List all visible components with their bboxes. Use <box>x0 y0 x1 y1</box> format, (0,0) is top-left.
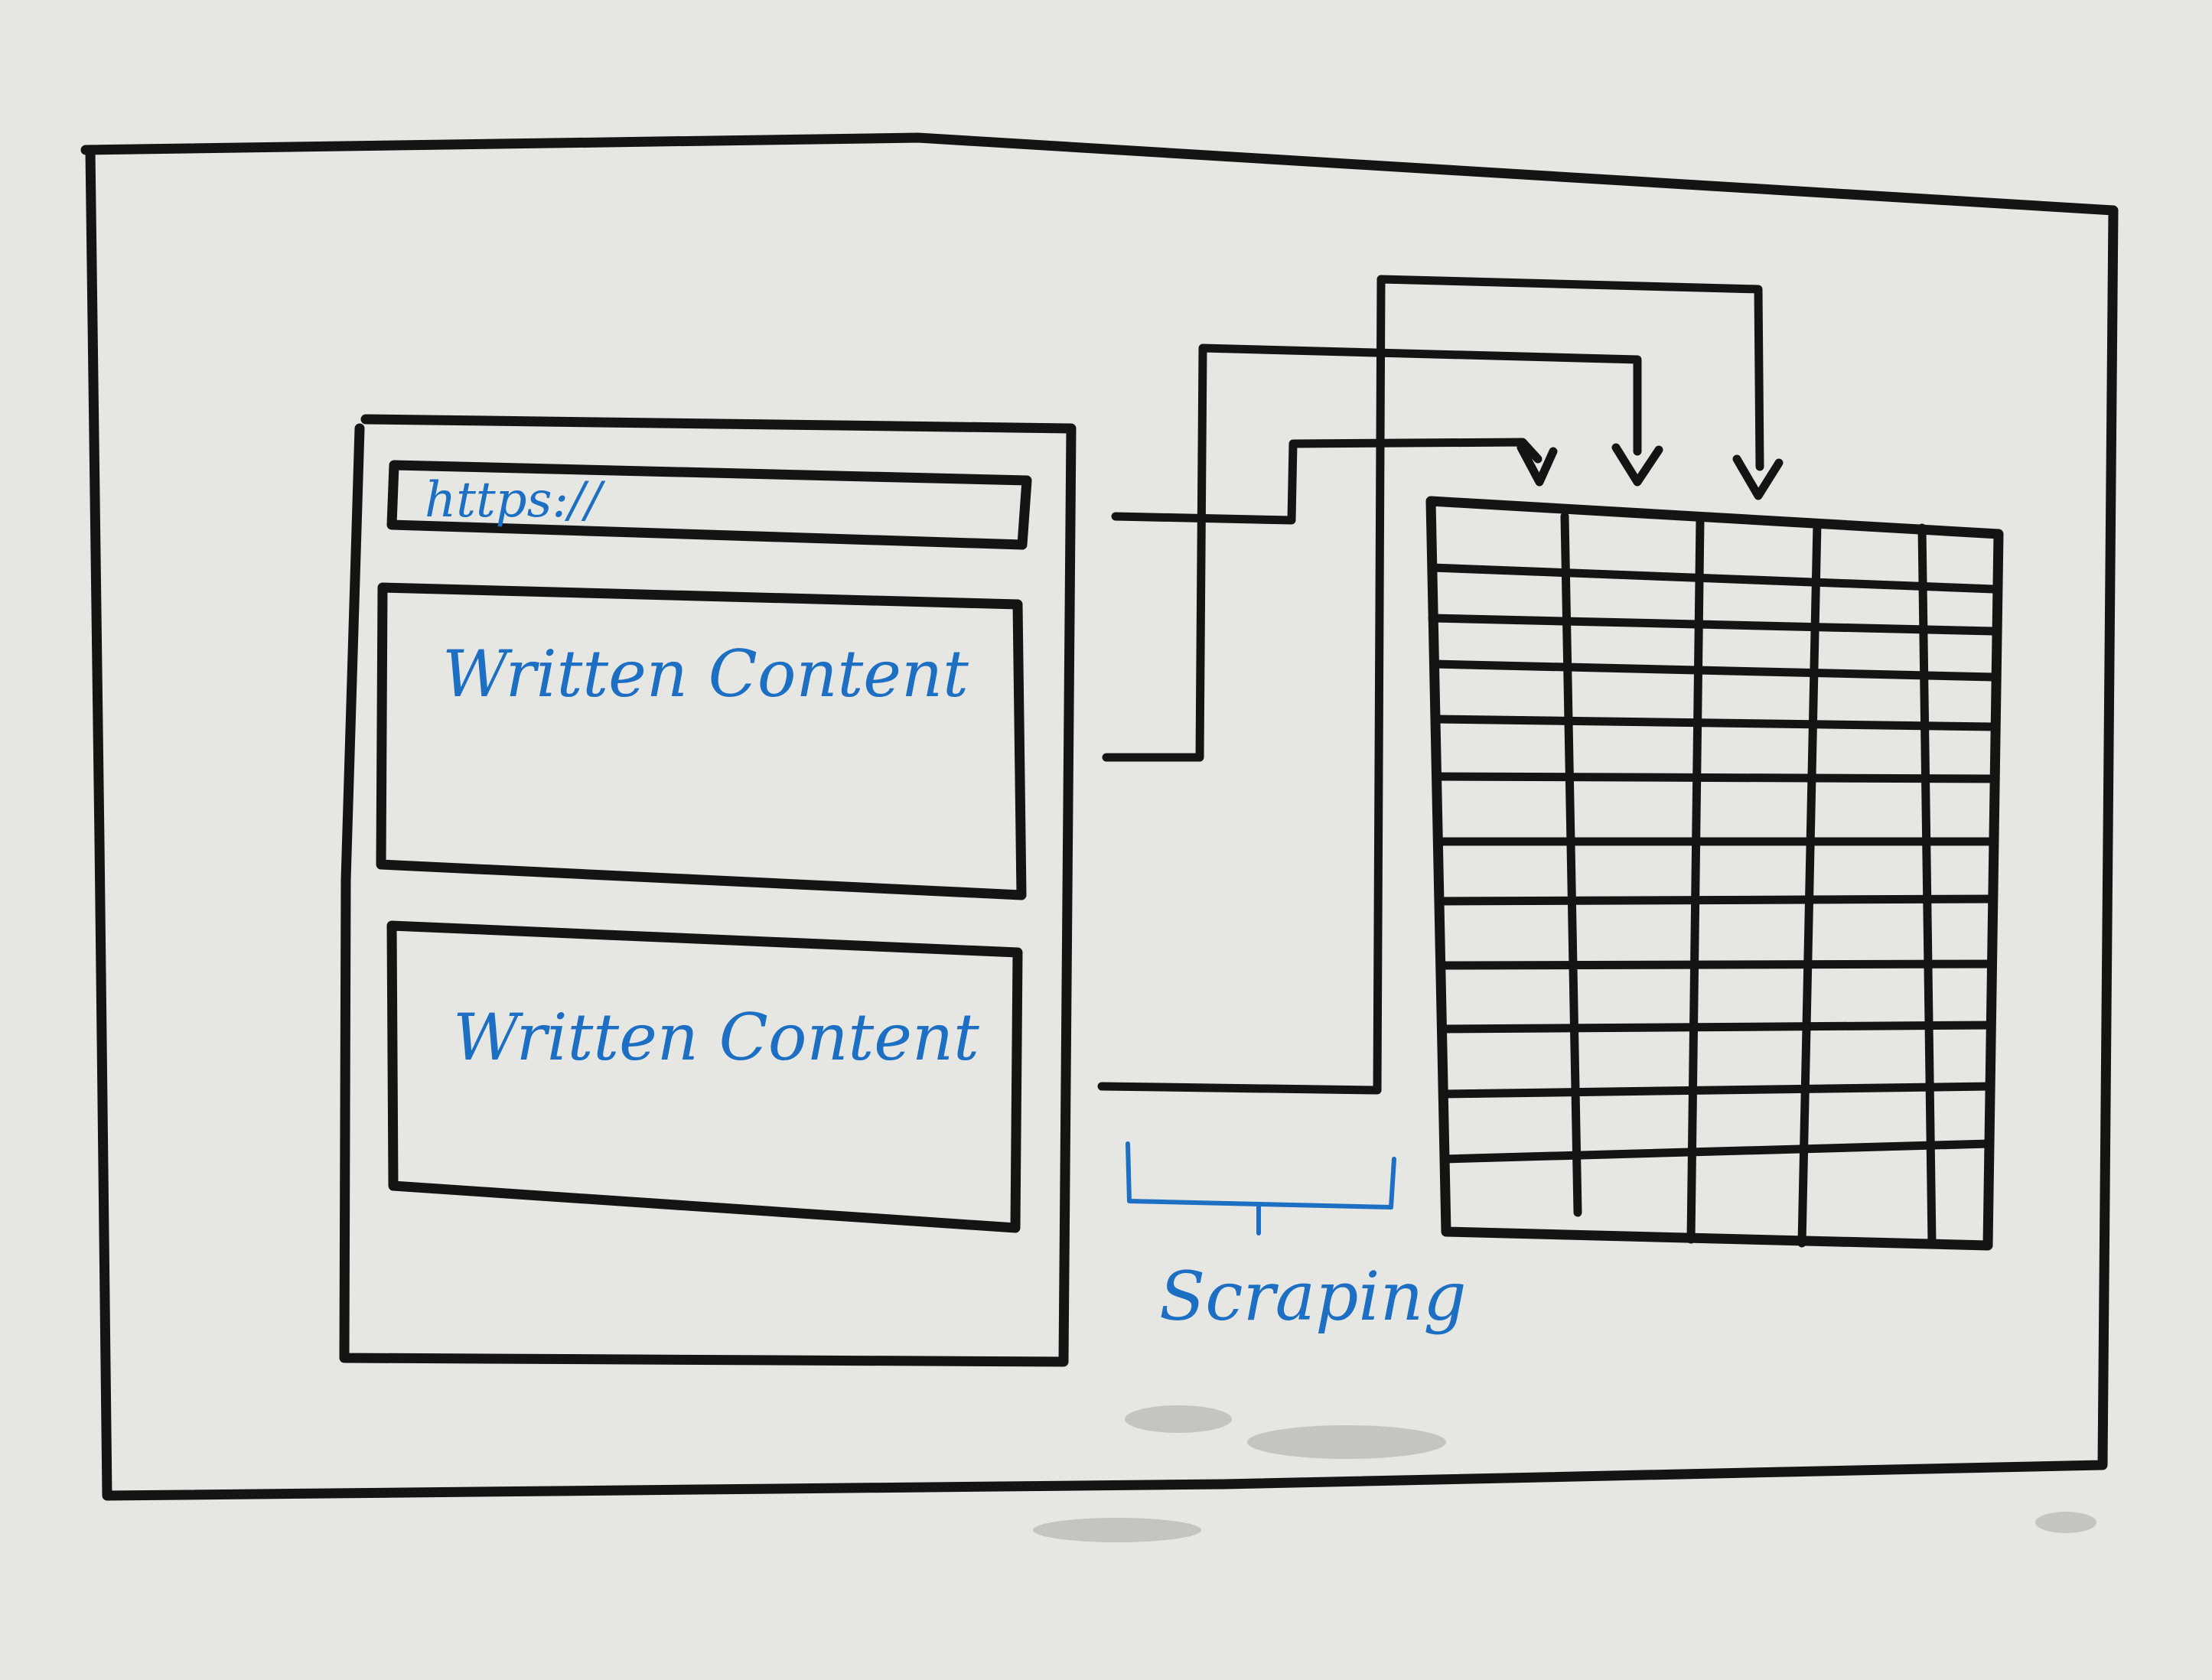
content-block-2 <box>386 920 1023 1233</box>
url-bar <box>386 460 1032 550</box>
paper-smudges <box>1033 1405 2096 1542</box>
browser-window <box>339 414 1077 1367</box>
scraping-bracket <box>1126 1141 1396 1236</box>
arrowheads <box>1516 443 1784 500</box>
grid-rows <box>1428 563 1998 1164</box>
outer-frame <box>80 132 2119 1501</box>
arrowhead-3 <box>1732 454 1784 500</box>
content-block-1 <box>376 582 1027 900</box>
flow-line-from-block-1 <box>1102 343 1642 762</box>
spreadsheet-grid <box>1425 496 2004 1251</box>
content-block-1-label: Written Content <box>442 637 969 711</box>
grid-columns <box>1560 512 1937 1248</box>
grid-border <box>1425 496 2004 1251</box>
flow-line-from-block-2 <box>1097 275 1764 1095</box>
url-text: https:// <box>425 472 606 529</box>
arrowhead-1 <box>1516 443 1558 487</box>
scrape-flow-lines <box>1097 275 1764 1095</box>
flow-line-from-url <box>1111 438 1543 525</box>
scraping-label: Scraping <box>1159 1257 1467 1336</box>
content-block-2-label: Written Content <box>453 1000 979 1075</box>
arrowhead-2 <box>1611 443 1663 487</box>
